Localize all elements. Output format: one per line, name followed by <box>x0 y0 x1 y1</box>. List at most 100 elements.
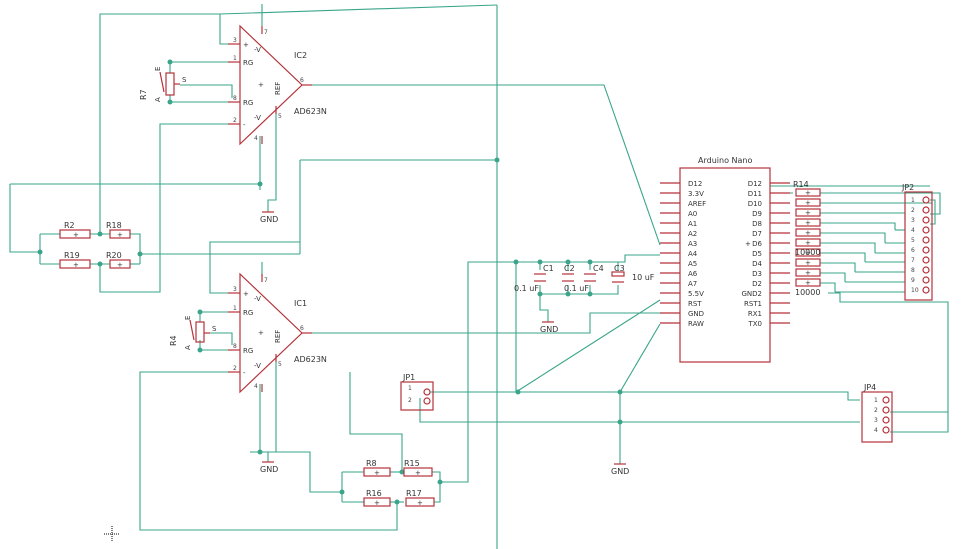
ic2-rg2-label: RG <box>243 99 253 107</box>
output-resistor-plus: + <box>805 209 811 217</box>
arduino-left-pin-label: 3.3V <box>688 190 704 198</box>
arduino-right-pin-label: D7 <box>752 230 762 238</box>
ic2-value: AD623N <box>294 107 327 116</box>
svg-text:7: 7 <box>264 277 268 284</box>
svg-text:+: + <box>258 329 264 337</box>
r17-label: R17 <box>406 489 422 498</box>
ic2-plus-label: + <box>243 41 249 49</box>
output-resistor <box>795 208 821 217</box>
svg-text:+: + <box>73 231 79 239</box>
svg-text:6: 6 <box>300 77 304 84</box>
arduino-right-pin-label: D6 <box>752 240 762 248</box>
output-resistor <box>795 218 821 227</box>
arduino-right-pin-label: D10 <box>748 200 762 208</box>
jp2-pin-number: 10 <box>911 287 919 294</box>
ic1-amplifier: + - RG RG -V -V + REF 3 1 8 2 7 4 5 6 IC… <box>228 272 327 394</box>
svg-text:+: + <box>243 290 249 298</box>
output-resistor-plus: + <box>805 219 811 227</box>
svg-text:REF: REF <box>274 330 282 343</box>
ic1-ref: IC1 <box>294 299 307 308</box>
svg-text:8: 8 <box>233 343 237 350</box>
arduino-right-pin-label: D8 <box>752 220 762 228</box>
svg-text:5: 5 <box>278 361 282 368</box>
arduino-left-pin-label: A7 <box>688 280 697 288</box>
ic2-minus-label: - <box>243 121 246 129</box>
jp2-pin-pad <box>922 286 930 294</box>
jp2-pin-pad <box>922 256 930 264</box>
r16-label: R16 <box>366 489 382 498</box>
svg-text:1: 1 <box>408 385 412 392</box>
svg-text:+: + <box>374 469 380 477</box>
output-resistor-plus: + <box>805 269 811 277</box>
junctions <box>37 59 623 505</box>
arduino-output-resistors: ++++++++++ <box>795 188 821 287</box>
svg-text:+: + <box>117 261 123 269</box>
c4-label: C4 <box>593 264 604 273</box>
r4-label: R4 <box>169 335 178 346</box>
svg-text:-V: -V <box>254 362 261 370</box>
output-resistor-plus: + <box>805 199 811 207</box>
wires <box>9 4 949 549</box>
arduino-right-pin-label: RST1 <box>744 300 762 308</box>
resistor-network-left: + + + + R2 R18 R19 R20 <box>59 221 131 269</box>
arduino-left-pin-label: 5.5V <box>688 290 704 298</box>
jp2-pin-number: 2 <box>911 207 915 214</box>
c3-value: 0.1 uF <box>564 284 589 293</box>
output-resistor-plus: + <box>805 229 811 237</box>
resistor-network-bottom: + + + + R8 R15 R16 R17 <box>363 459 435 507</box>
r14-label: R14 <box>793 180 809 189</box>
svg-text:3: 3 <box>233 37 237 44</box>
r19-label: R19 <box>64 251 80 260</box>
arduino-right-pin-label: GND2 <box>741 290 762 298</box>
arduino-left-pin-label: AREF <box>688 200 706 208</box>
svg-text:2: 2 <box>233 365 237 372</box>
r20-label: R20 <box>106 251 122 260</box>
output-resistor-plus: + <box>805 279 811 287</box>
svg-text:S: S <box>182 76 187 84</box>
output-resistor-plus: + <box>805 249 811 257</box>
r-value-2: 10000 <box>795 288 820 297</box>
jp2-pin-pad <box>922 206 930 214</box>
ic2-ref: IC2 <box>294 51 307 60</box>
svg-text:7: 7 <box>264 29 268 36</box>
c1-value: 0.1 uF <box>514 284 539 293</box>
jp4-pin-pad <box>882 396 890 404</box>
arduino-left-pin-label: A6 <box>688 270 698 278</box>
r18-label: R18 <box>106 221 122 230</box>
svg-text:1: 1 <box>233 305 237 312</box>
svg-text:+: + <box>73 261 79 269</box>
svg-text:-: - <box>243 369 246 377</box>
jp4-pin-number: 3 <box>874 417 878 424</box>
jp2-pin-number: 3 <box>911 217 915 224</box>
potentiometer-r7: S E A R7 <box>139 67 187 102</box>
svg-text:4: 4 <box>254 135 258 142</box>
arduino-right-pin-label: D3 <box>752 270 762 278</box>
crosshair-cursor-icon <box>104 526 120 542</box>
arduino-left-pin-label: A3 <box>688 240 697 248</box>
gnd-label-4: GND <box>611 467 629 476</box>
ic2-amplifier: + - RG RG -V -V + REF 3 1 8 2 7 4 5 6 IC… <box>228 24 327 146</box>
output-resistor <box>795 248 821 257</box>
svg-text:3: 3 <box>233 286 237 293</box>
svg-text:+: + <box>745 240 751 248</box>
jp2-pin-number: 4 <box>911 227 915 234</box>
svg-text:E: E <box>184 316 192 320</box>
output-resistor-plus: + <box>805 239 811 247</box>
svg-text:6: 6 <box>300 325 304 332</box>
svg-text:1: 1 <box>233 55 237 62</box>
arduino-left-pin-label: A5 <box>688 260 697 268</box>
jp1-label: JP1 <box>402 373 415 382</box>
arduino-right-pin-label: D4 <box>752 260 762 268</box>
svg-text:A: A <box>154 97 162 102</box>
jp4-pin-pad <box>882 426 890 434</box>
output-resistor <box>795 278 821 287</box>
jp4-pin-number: 4 <box>874 427 878 434</box>
c1-label: C1 <box>543 264 554 273</box>
output-resistor <box>795 268 821 277</box>
jp2-pin-pad <box>922 216 930 224</box>
arduino-left-pin-label: A2 <box>688 230 697 238</box>
svg-text:+: + <box>417 499 423 507</box>
jp2-pin-number: 1 <box>911 197 915 204</box>
